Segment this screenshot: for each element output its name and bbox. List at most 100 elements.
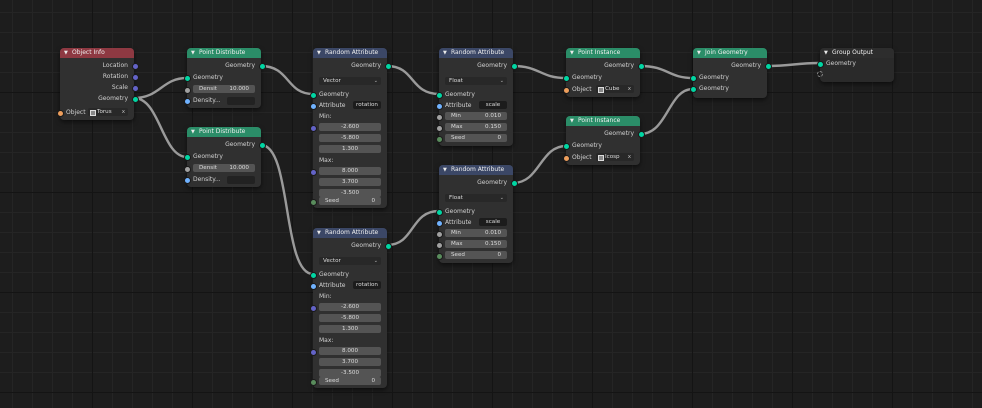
min-x-field[interactable]: -2.600 <box>319 123 381 131</box>
group-output-header[interactable]: ▼ Group Output <box>820 48 894 58</box>
socket-seed-in[interactable] <box>436 253 443 260</box>
attribute-name-field[interactable]: scale <box>479 218 507 226</box>
socket-geometry-in[interactable] <box>436 92 443 99</box>
close-icon[interactable]: x <box>627 86 631 92</box>
chevron-down-icon[interactable]: ▼ <box>191 50 195 56</box>
socket-density-attr-in[interactable] <box>184 177 191 184</box>
socket-density-max-in[interactable] <box>184 87 191 94</box>
min-field[interactable]: Min 0.010 <box>445 112 507 120</box>
socket-geometry-out[interactable] <box>385 243 392 250</box>
min-x-field[interactable]: -2.600 <box>319 303 381 311</box>
seed-field[interactable]: Seed 0 <box>445 251 507 259</box>
socket-geometry-in[interactable] <box>310 92 317 99</box>
point-distribute-header[interactable]: ▼ Point Distribute <box>187 127 261 137</box>
socket-geometry-in[interactable] <box>563 75 570 82</box>
max-field[interactable]: Max 0.150 <box>445 240 507 248</box>
socket-max-in[interactable] <box>436 125 443 132</box>
random-attribute-node-2[interactable]: ▼ Random Attribute Geometry Vector ⌄ Geo… <box>310 228 392 388</box>
socket-object-in[interactable] <box>563 87 570 94</box>
socket-location[interactable] <box>132 63 139 70</box>
socket-seed-in[interactable] <box>310 199 317 206</box>
chevron-down-icon[interactable]: ▼ <box>443 167 447 173</box>
close-icon[interactable]: x <box>121 109 125 115</box>
chevron-down-icon[interactable]: ▼ <box>824 50 828 56</box>
chevron-down-icon[interactable]: ▼ <box>191 129 195 135</box>
data-type-dropdown[interactable]: Float ⌄ <box>445 77 507 85</box>
socket-geometry-in[interactable] <box>184 154 191 161</box>
data-type-dropdown[interactable]: Vector ⌄ <box>319 257 381 265</box>
max-x-field[interactable]: 8.000 <box>319 167 381 175</box>
socket-density-attr-in[interactable] <box>184 98 191 105</box>
socket-attribute-in[interactable] <box>436 103 443 110</box>
socket-object-in[interactable] <box>563 155 570 162</box>
chevron-down-icon[interactable]: ▼ <box>317 50 321 56</box>
min-field[interactable]: Min 0.010 <box>445 229 507 237</box>
density-max-field[interactable]: Densit 10.000 <box>193 85 255 93</box>
density-attribute-field[interactable] <box>227 176 255 184</box>
socket-empty-in[interactable] <box>817 71 823 77</box>
socket-rotation[interactable] <box>132 74 139 81</box>
point-instance-header[interactable]: ▼ Point Instance <box>566 116 640 126</box>
join-geometry-node[interactable]: ▼ Join Geometry Geometry Geometry Geomet… <box>690 48 772 98</box>
random-attribute-header[interactable]: ▼ Random Attribute <box>313 228 387 238</box>
chevron-down-icon[interactable]: ▼ <box>570 50 574 56</box>
min-z-field[interactable]: 1.300 <box>319 145 381 153</box>
socket-geometry-in[interactable] <box>817 61 824 68</box>
socket-geometry-in-1[interactable] <box>690 75 697 82</box>
object-info-header[interactable]: ▼ Object Info <box>60 48 134 58</box>
min-y-field[interactable]: -5.800 <box>319 134 381 142</box>
min-y-field[interactable]: -5.800 <box>319 314 381 322</box>
point-instance-node-1[interactable]: ▼ Point Instance Geometry Geometry Objec… <box>563 48 645 97</box>
point-distribute-node-1[interactable]: ▼ Point Distribute Geometry Geometry Den… <box>184 48 266 108</box>
attribute-name-field[interactable]: rotation <box>353 281 381 289</box>
random-attribute-header[interactable]: ▼ Random Attribute <box>313 48 387 58</box>
max-y-field[interactable]: 3.700 <box>319 358 381 366</box>
socket-geometry-out[interactable] <box>132 96 139 103</box>
data-type-dropdown[interactable]: Vector ⌄ <box>319 77 381 85</box>
point-distribute-node-2[interactable]: ▼ Point Distribute Geometry Geometry Den… <box>184 127 266 187</box>
socket-geometry-out[interactable] <box>638 63 645 70</box>
socket-max-in[interactable] <box>310 169 317 176</box>
socket-geometry-in[interactable] <box>436 209 443 216</box>
random-attribute-header[interactable]: ▼ Random Attribute <box>439 165 513 175</box>
max-y-field[interactable]: 3.700 <box>319 178 381 186</box>
min-z-field[interactable]: 1.300 <box>319 325 381 333</box>
socket-geometry-out[interactable] <box>259 142 266 149</box>
socket-scale[interactable] <box>132 85 139 92</box>
max-z-field[interactable]: -3.500 <box>319 189 381 197</box>
socket-density-max-in[interactable] <box>184 166 191 173</box>
max-field[interactable]: Max 0.150 <box>445 123 507 131</box>
socket-geometry-in[interactable] <box>310 272 317 279</box>
random-attribute-header[interactable]: ▼ Random Attribute <box>439 48 513 58</box>
chevron-down-icon[interactable]: ▼ <box>570 118 574 124</box>
object-picker[interactable]: Icosp x <box>596 153 634 161</box>
socket-attribute-in[interactable] <box>310 103 317 110</box>
seed-field[interactable]: Seed 0 <box>319 197 381 205</box>
point-distribute-header[interactable]: ▼ Point Distribute <box>187 48 261 58</box>
attribute-name-field[interactable]: rotation <box>353 101 381 109</box>
socket-geometry-in[interactable] <box>184 75 191 82</box>
chevron-down-icon[interactable]: ▼ <box>64 50 68 56</box>
socket-geometry-out[interactable] <box>638 131 645 138</box>
seed-field[interactable]: Seed 0 <box>319 377 381 385</box>
socket-attribute-in[interactable] <box>310 283 317 290</box>
socket-max-in[interactable] <box>310 349 317 356</box>
socket-geometry-out[interactable] <box>511 63 518 70</box>
socket-min-in[interactable] <box>436 231 443 238</box>
object-picker[interactable]: Torus x <box>88 108 128 116</box>
max-x-field[interactable]: 8.000 <box>319 347 381 355</box>
point-instance-node-2[interactable]: ▼ Point Instance Geometry Geometry Objec… <box>563 116 645 165</box>
random-attribute-node-1[interactable]: ▼ Random Attribute Geometry Vector ⌄ Geo… <box>310 48 392 208</box>
socket-geometry-out[interactable] <box>385 63 392 70</box>
random-attribute-node-4[interactable]: ▼ Random Attribute Geometry Float ⌄ Geom… <box>436 165 518 263</box>
density-attribute-field[interactable] <box>227 97 255 105</box>
seed-field[interactable]: Seed 0 <box>445 134 507 142</box>
socket-geometry-in[interactable] <box>563 143 570 150</box>
socket-geometry-out[interactable] <box>765 63 772 70</box>
socket-seed-in[interactable] <box>436 136 443 143</box>
attribute-name-field[interactable]: scale <box>479 101 507 109</box>
socket-attribute-in[interactable] <box>436 220 443 227</box>
socket-seed-in[interactable] <box>310 379 317 386</box>
density-max-field[interactable]: Densit 10.000 <box>193 164 255 172</box>
